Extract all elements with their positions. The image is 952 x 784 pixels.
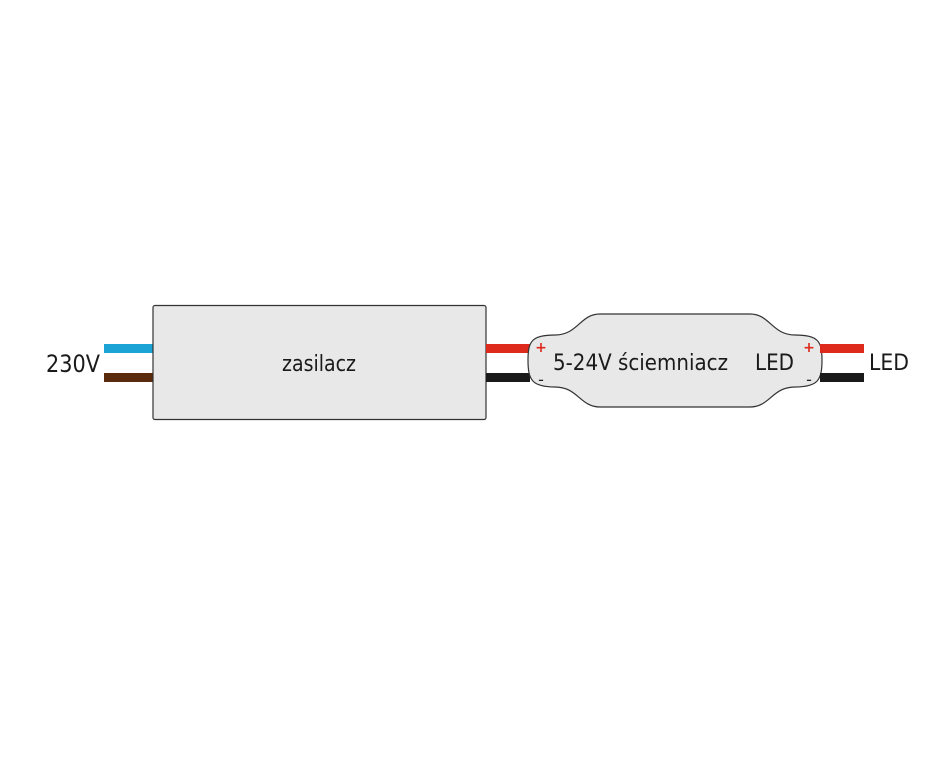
power-supply-box (152, 304, 487, 421)
dimmer-output-minus: - (806, 370, 812, 389)
wire-black-supply-to-dimmer (486, 373, 530, 382)
input-voltage-label: 230V (46, 350, 100, 378)
wire-red-supply-to-dimmer (486, 344, 530, 353)
wire-brown (104, 373, 154, 382)
dimmer-output-label: LED (755, 351, 794, 376)
output-led-label: LED (869, 351, 909, 376)
wire-blue (104, 344, 154, 353)
dimmer-label: 5-24V ściemniacz (553, 351, 728, 376)
power-supply-label: zasilacz (282, 352, 356, 377)
dimmer-body (527, 313, 823, 408)
dimmer-input-minus: - (538, 370, 544, 389)
wire-black-dimmer-to-led (820, 373, 864, 382)
dimmer-input-plus: + (535, 340, 547, 356)
wire-red-dimmer-to-led (820, 344, 864, 353)
dimmer-output-plus: + (803, 340, 815, 356)
